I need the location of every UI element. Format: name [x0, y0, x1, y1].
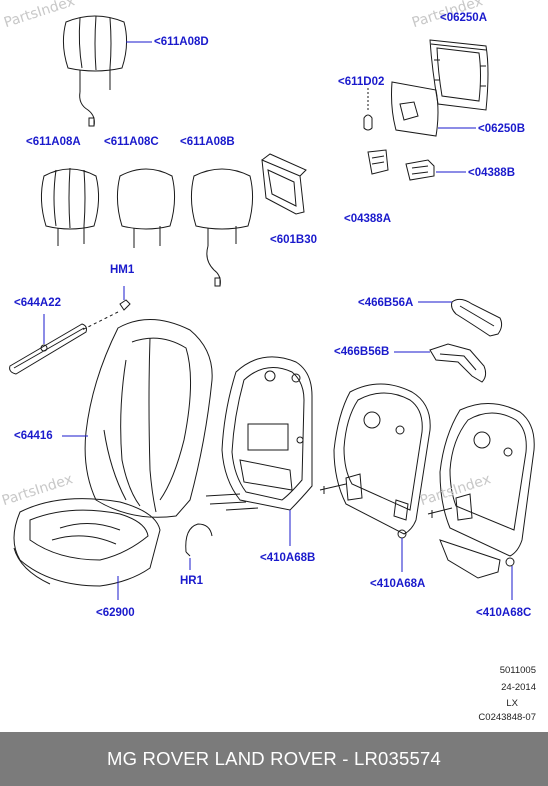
label-611a08d[interactable]: <611A08D — [154, 36, 209, 48]
label-644a22[interactable]: <644A22 — [14, 297, 61, 309]
label-04388b[interactable]: <04388B — [468, 167, 515, 179]
trim-466b56a — [418, 298, 503, 337]
label-410a68b[interactable]: <410A68B — [260, 552, 316, 564]
frame-410a68c — [427, 402, 535, 600]
label-04388a[interactable]: <04388A — [344, 213, 391, 225]
drawing-date: 24-2014 — [501, 682, 536, 693]
clip-04388b — [405, 159, 466, 181]
seat-back-64416 — [62, 319, 213, 518]
headrest-611a08a — [40, 167, 100, 246]
label-611a08a[interactable]: <611A08A — [26, 136, 81, 148]
label-hr1[interactable]: HR1 — [180, 575, 204, 587]
label-06250b[interactable]: <06250B — [478, 123, 525, 135]
label-611d02[interactable]: <611D02 — [338, 76, 385, 88]
headrest-611a08d — [62, 15, 152, 127]
headrest-611a08c — [116, 168, 176, 248]
label-hm1[interactable]: HM1 — [110, 264, 135, 276]
label-64416[interactable]: <64416 — [14, 430, 53, 442]
label-466b56b[interactable]: <466B56B — [334, 346, 390, 358]
label-611a08c[interactable]: <611A08C — [104, 136, 159, 148]
frame-410a68a — [319, 383, 431, 572]
footer-bar: MG ROVER LAND ROVER - LR035574 — [0, 732, 548, 786]
label-410a68a[interactable]: <410A68A — [370, 578, 426, 590]
back-panel-410a68b — [205, 356, 313, 546]
trim-466b56b — [394, 343, 487, 383]
label-601b30[interactable]: <601B30 — [270, 234, 317, 246]
drawing-ref: 5011005 — [499, 665, 536, 676]
label-611a08b[interactable]: <611A08B — [180, 136, 235, 148]
bracket-601b30 — [261, 153, 307, 215]
clip-611d02 — [363, 88, 373, 131]
seat-cushion-62900 — [13, 498, 161, 600]
frame-06250a — [429, 39, 489, 111]
label-466b56a[interactable]: <466B56A — [358, 297, 414, 309]
headrest-611a08b — [190, 168, 254, 287]
label-06250a[interactable]: <06250A — [440, 12, 487, 24]
hook-hr1 — [185, 523, 213, 570]
clip-04388a — [367, 149, 389, 175]
clip-hm1 — [81, 286, 131, 331]
drawing-code: LX — [506, 698, 518, 709]
footer-title: MG ROVER LAND ROVER - LR035574 — [107, 748, 441, 769]
drawing-number: C0243848-07 — [478, 712, 536, 723]
parts-diagram — [9, 15, 535, 600]
label-62900[interactable]: <62900 — [96, 607, 135, 619]
bar-644a22 — [9, 314, 87, 375]
label-410a68c[interactable]: <410A68C — [476, 607, 532, 619]
panel-06250b — [391, 81, 476, 137]
